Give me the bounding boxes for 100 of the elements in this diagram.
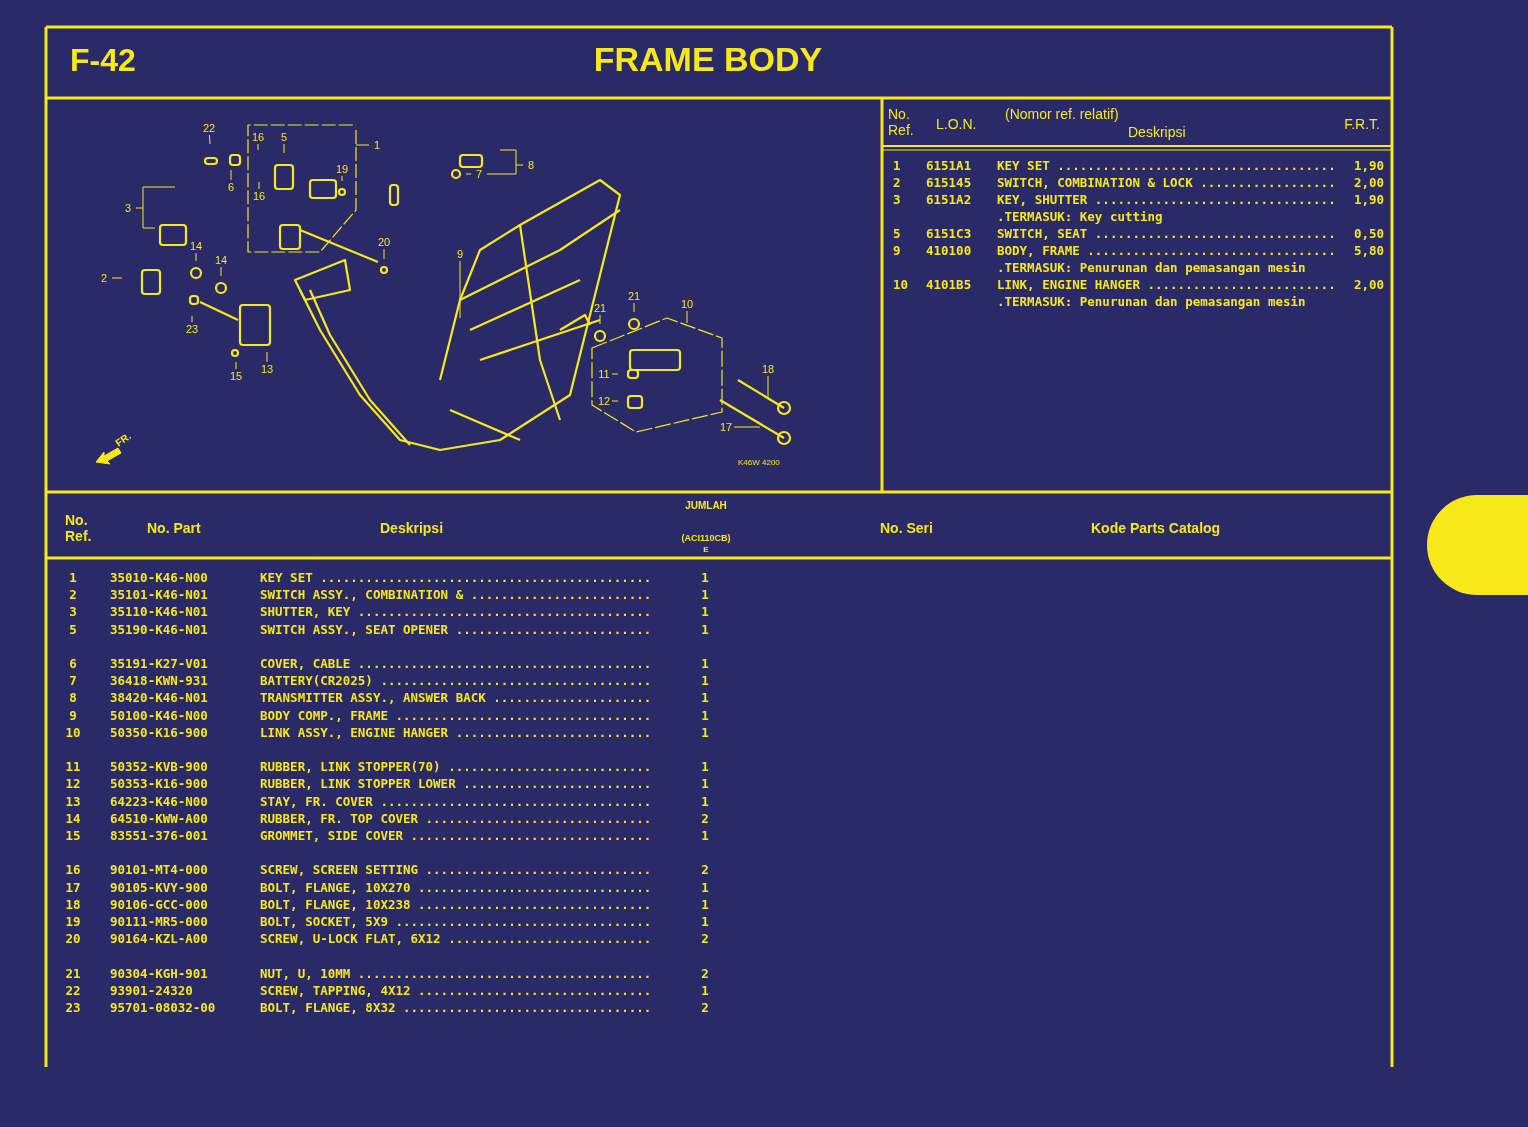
callout-number: 17 [719, 421, 733, 433]
operation-description: KEY, SHUTTER ................................ [997, 192, 1336, 207]
leader-line [111, 277, 123, 279]
ref-number: 8 [69, 690, 77, 706]
part-description: RUBBER, LINK STOPPER LOWER ......................... [260, 776, 652, 792]
leader-line [611, 373, 619, 375]
leader-line [486, 149, 524, 175]
frt-value: 1,90 [1353, 158, 1384, 173]
ref-number: 9 [69, 707, 77, 723]
part-description: STAY, FR. COVER .................................... [260, 793, 652, 809]
leader-line [355, 144, 370, 146]
operation-note: .TERMASUK: Penurunan dan pemasangan mesin [997, 260, 1306, 275]
callout-number: 16 [252, 190, 266, 202]
ref-number: 11 [65, 759, 81, 775]
ref-number: 17 [65, 879, 81, 895]
part-number: 90111-MR5-000 [110, 914, 208, 929]
quantity-value: 1 [701, 604, 709, 620]
callout-number: 9 [456, 248, 464, 260]
ref-number: 6 [69, 656, 77, 671]
ref-number: 1 [69, 570, 77, 585]
part-number: 90106-GCC-000 [110, 896, 208, 912]
callout-number: 2 [100, 272, 108, 284]
part-description: LINK ASSY., ENGINE HANGER .......................... [260, 724, 652, 740]
column-header: F.R.T. [1344, 116, 1380, 132]
frt-value: 2,00 [1353, 175, 1384, 190]
leader-line [195, 252, 197, 262]
quantity-value: 2 [701, 965, 709, 981]
part-number: 90105-KVY-900 [110, 879, 208, 895]
ref-number: 3 [69, 604, 77, 620]
leader-line [266, 351, 268, 363]
leader-line [191, 315, 193, 323]
quantity-value: 1 [701, 621, 709, 637]
part-number: 35010-K46-N00 [110, 570, 208, 585]
part-number: 35101-K46-N01 [110, 587, 208, 603]
part-number: 93901-24320 [110, 982, 193, 998]
callout-number: 21 [627, 290, 641, 302]
quantity-value: 1 [701, 690, 709, 706]
leader-line [733, 426, 761, 428]
ref-number: 18 [65, 896, 81, 912]
callout-number: 6 [227, 181, 235, 193]
column-header: (ACI110CB) [681, 532, 731, 545]
page-code: F-42 [70, 42, 136, 79]
part-description: NUT, U, 10MM ....................................... [260, 965, 652, 981]
column-header: Deskripsi [380, 520, 444, 536]
callout-number: 18 [761, 363, 775, 375]
callout-number: 12 [597, 395, 611, 407]
callout-number: 19 [335, 163, 349, 175]
quantity-value: 1 [701, 656, 709, 671]
quantity-value: 2 [701, 1000, 709, 1015]
leader-line [341, 175, 343, 182]
leader-line [230, 169, 232, 181]
callout-number: 11 [598, 368, 610, 380]
ref-number: 23 [65, 1000, 81, 1015]
quantity-value: 1 [701, 982, 709, 998]
ref-number: 7 [69, 673, 77, 689]
quantity-value: 2 [701, 862, 709, 878]
part-description: SCREW, U-LOCK FLAT, 6X12 ........................... [260, 931, 652, 947]
callout-number: 22 [202, 122, 216, 134]
part-number: 95701-08032-00 [110, 1000, 216, 1015]
leader-line [220, 266, 222, 277]
callout-number: 14 [214, 254, 228, 266]
part-description: BOLT, SOCKET, 5X9 .................................. [260, 914, 652, 929]
part-number: 36418-KWN-931 [110, 673, 208, 689]
ref-number: 22 [65, 982, 81, 998]
part-description: SCREW, SCREEN SETTING .............................. [260, 862, 652, 878]
frt-value: 5,80 [1353, 243, 1384, 258]
column-header: No. Part [147, 520, 201, 536]
part-number: 90101-MT4-000 [110, 862, 208, 878]
ref-number: 21 [65, 965, 81, 981]
lon-code: 410100 [926, 243, 972, 258]
quantity-value: 1 [701, 570, 709, 585]
leader-line [465, 173, 472, 175]
part-description: RUBBER, FR. TOP COVER .............................. [260, 810, 652, 826]
lon-code: 6151A2 [926, 192, 972, 207]
drawing-code: K46W 4200 [738, 458, 780, 467]
leader-line [258, 181, 260, 190]
callout-number: 13 [260, 363, 274, 375]
leader-line [767, 375, 769, 399]
operation-note: .TERMASUK: Key cutting [997, 209, 1163, 224]
callout-number: 5 [280, 131, 288, 143]
operation-description: SWITCH, SEAT ................................ [997, 226, 1336, 241]
ref-number: 20 [65, 931, 81, 947]
column-header: No. Seri [880, 520, 933, 536]
ref-number: 10 [893, 277, 909, 292]
ref-number: 10 [65, 724, 81, 740]
column-header: Deskripsi [1128, 124, 1186, 140]
ref-number: 1 [893, 158, 901, 173]
part-description: RUBBER, LINK STOPPER(70) ........................... [260, 759, 652, 775]
quantity-value: 1 [701, 673, 709, 689]
part-number: 50100-K46-N00 [110, 707, 208, 723]
ref-number: 2 [69, 587, 77, 603]
part-description: TRANSMITTER ASSY., ANSWER BACK ..................... [260, 690, 652, 706]
callout-number: 10 [680, 298, 694, 310]
callout-number: 1 [373, 139, 381, 151]
operation-description: LINK, ENGINE HANGER ......................... [997, 277, 1336, 292]
ref-number: 19 [65, 914, 81, 929]
leader-line [283, 143, 285, 154]
callout-number: 8 [527, 159, 535, 171]
ref-number: 13 [65, 793, 81, 809]
leader-line [235, 361, 237, 370]
